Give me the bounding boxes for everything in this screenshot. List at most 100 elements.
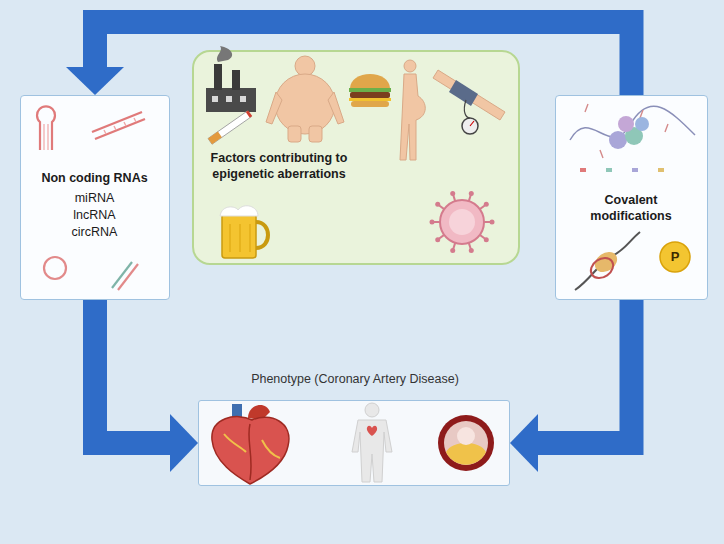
arrow-shaft (95, 22, 632, 95)
nucleosome-dna-icon (575, 232, 640, 290)
virus-icon (430, 191, 495, 253)
histone-chain-icon-part (585, 104, 668, 158)
cigarette-icon-part (208, 111, 251, 144)
ncrna-box: Non coding RNAs miRNAlncRNAcircRNA (20, 95, 170, 300)
rna-hairpin-icon (37, 106, 55, 150)
heart-illustration-part (249, 424, 251, 480)
pregnant-woman-icon-part (400, 74, 425, 160)
histone-chain-icon-part (606, 168, 612, 172)
rna-duplex-icon (92, 112, 145, 139)
histone-chain-icon (570, 104, 695, 172)
virus-icon-part (490, 220, 495, 225)
rna-duplex-icon-part (92, 112, 142, 132)
blood-pressure-icon (433, 70, 505, 134)
beer-mug-icon-part (230, 224, 250, 252)
heart-illustration-part (262, 440, 280, 458)
rna-strand-icon (112, 262, 138, 290)
beer-mug-icon-part (222, 214, 256, 258)
virus-icon-part (469, 248, 474, 253)
virus-icon-part (440, 200, 484, 244)
obese-person-icon-part (275, 74, 335, 134)
human-silhouette-part (367, 426, 377, 436)
obese-person-icon-part (328, 92, 344, 124)
human-silhouette-part (365, 403, 379, 417)
cigarette-icon-part (246, 110, 252, 117)
obese-person-icon-part (309, 126, 322, 142)
beer-mug-icon (220, 206, 268, 258)
node-title: Phenotype (Coronary Artery Disease) (215, 371, 495, 387)
burger-icon-part (350, 92, 390, 98)
circrna-icon-part (44, 257, 66, 279)
factory-icon-part (217, 46, 232, 62)
beer-mug-icon-part (256, 222, 268, 248)
burger-icon (349, 74, 391, 107)
rna-duplex-icon-part (104, 118, 136, 134)
artery-cross-section-part (438, 415, 494, 471)
beer-mug-icon-part (220, 206, 258, 216)
arrow-head (510, 414, 538, 472)
virus-icon-part (430, 220, 435, 225)
cigarette-icon (208, 110, 252, 144)
arrow-head (170, 414, 198, 472)
blood-pressure-icon-part (464, 100, 470, 118)
phosphate-circle-part (660, 242, 690, 272)
factory-icon-part (206, 88, 256, 112)
arrow-shaft (536, 300, 632, 443)
burger-icon-part (349, 88, 391, 92)
obese-person-icon-part (266, 92, 282, 124)
heart-illustration (212, 404, 289, 484)
obese-person-icon-part (295, 56, 315, 76)
obese-person-icon-part (288, 126, 301, 142)
pregnant-woman-icon (400, 60, 425, 160)
node-item: lncRNA (26, 207, 163, 223)
burger-icon-part (351, 101, 389, 107)
flow-arrow (66, 22, 632, 95)
nucleosome-dna-icon-part (575, 232, 640, 290)
histone-chain-icon-part (618, 116, 634, 132)
arrow-shaft (95, 300, 172, 443)
phosphate-label: P (665, 247, 685, 267)
factory-icon-part (212, 96, 218, 102)
node-title: Factors contributing to epigenetic aberr… (204, 150, 354, 182)
human-silhouette-part (352, 420, 392, 482)
histone-chain-icon-part (609, 131, 627, 149)
burger-icon-part (349, 98, 391, 101)
node-title: Non coding RNAs (26, 170, 163, 186)
histone-chain-icon-part (635, 117, 649, 131)
virus-icon-part (435, 237, 440, 242)
obese-person-icon (266, 56, 344, 142)
rna-hairpin-icon-part (44, 124, 48, 150)
artery-cross-section-part (457, 427, 475, 445)
heart-illustration-part (224, 434, 246, 452)
node-item: miRNA (26, 190, 163, 206)
factory-icon-part (240, 96, 246, 102)
flow-arrow (95, 300, 198, 472)
blood-pressure-icon-part (449, 80, 478, 106)
rna-duplex-icon-part (95, 119, 145, 139)
factory-icon-part (214, 64, 222, 90)
histone-chain-icon-part (580, 168, 586, 172)
node-item: circRNA (26, 224, 163, 240)
rna-strand-icon-part (118, 264, 138, 290)
heart-illustration-part (212, 417, 289, 484)
virus-icon-part (449, 209, 475, 235)
nucleosome-dna-icon-part (587, 254, 617, 283)
blood-pressure-icon-part (433, 70, 505, 120)
histone-chain-icon-part (658, 168, 664, 172)
factory-icon-part (232, 70, 240, 90)
phosphate-circle (660, 242, 690, 272)
artery-cross-section-part (446, 443, 486, 465)
arrow-head (66, 67, 124, 95)
node-title: Covalent modifications (566, 192, 696, 224)
factory-icon (206, 46, 256, 112)
factory-icon-part (226, 96, 232, 102)
flow-arrow (510, 300, 632, 472)
virus-icon-part (484, 237, 489, 242)
virus-icon-part (450, 191, 455, 196)
blood-pressure-icon-part (462, 118, 478, 134)
circrna-icon (44, 257, 66, 279)
blood-pressure-icon-part (470, 121, 474, 126)
cigarette-icon-part (208, 132, 222, 145)
